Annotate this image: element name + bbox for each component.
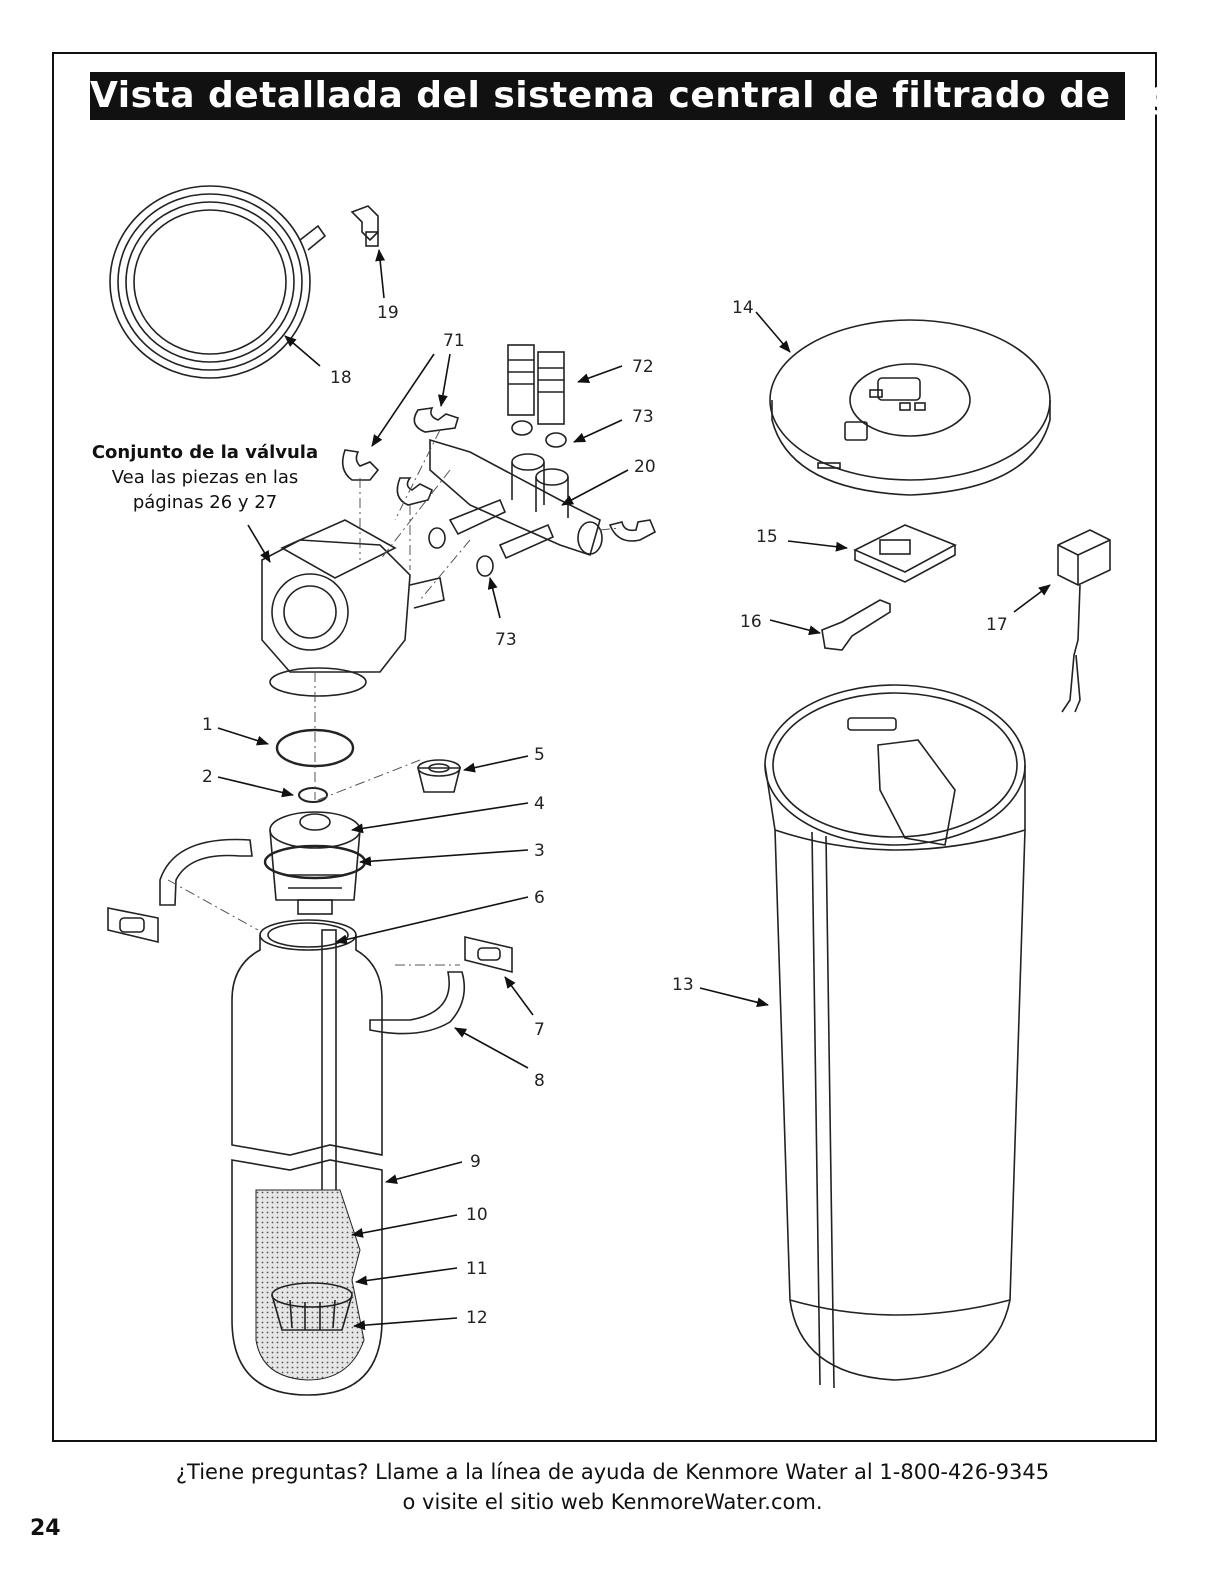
- valve-assembly-line2: páginas 26 y 27: [132, 492, 278, 513]
- footer-website-line: o visite el sitio web KenmoreWater.com.: [402, 1490, 823, 1514]
- clip-left: [341, 449, 380, 481]
- footer-help-line: ¿Tiene preguntas? Llame a la línea de ay…: [175, 1460, 1050, 1484]
- control-board: [853, 524, 957, 583]
- callout-20: 20: [634, 457, 656, 477]
- callout-4: 4: [534, 794, 545, 814]
- filter-tank: [231, 919, 383, 1396]
- page-title: Vista detallada del sistema central de f…: [90, 72, 1225, 120]
- filter-media: [255, 1189, 365, 1381]
- clip-right: [608, 519, 657, 542]
- callout-1: 1: [202, 715, 213, 735]
- callout-3: 3: [534, 841, 545, 861]
- callout-73-bottom: 73: [495, 630, 517, 650]
- valve-assembly-body: [261, 519, 445, 697]
- callout-9: 9: [470, 1152, 481, 1172]
- callout-71: 71: [443, 331, 465, 351]
- callout-8: 8: [534, 1071, 545, 1091]
- mounting-bracket: [821, 599, 891, 651]
- power-adapter: [1057, 529, 1111, 713]
- oring-low-2: [476, 555, 494, 577]
- callout-15: 15: [756, 527, 778, 547]
- bypass-valve: [429, 438, 603, 560]
- callout-10: 10: [466, 1205, 488, 1225]
- valve-assembly-heading: Conjunto de la válvula: [91, 442, 319, 463]
- valve-assembly-caption: Conjunto de la válvula Vea las piezas en…: [70, 440, 340, 515]
- clip-mid: [396, 477, 434, 506]
- oring-top-2: [545, 432, 567, 448]
- callout-73-top: 73: [632, 407, 654, 427]
- controller-cover: [769, 319, 1051, 496]
- callout-14: 14: [732, 298, 754, 318]
- clamp-right: [369, 971, 466, 1035]
- elbow-fitting: [350, 205, 379, 247]
- cap-part-5: [416, 759, 462, 793]
- adapters: [507, 344, 565, 425]
- diagram-frame: [52, 52, 1157, 1442]
- callout-17: 17: [986, 615, 1008, 635]
- callout-72: 72: [632, 357, 654, 377]
- oring-top-1: [511, 420, 533, 436]
- clip-part-7-left: [107, 907, 159, 944]
- callout-2: 2: [202, 767, 213, 787]
- callout-7: 7: [534, 1020, 545, 1040]
- bottom-distributor: [271, 1282, 353, 1331]
- distributor-head: [263, 811, 367, 915]
- oring-low-1: [428, 527, 446, 549]
- valve-assembly-line1: Vea las piezas en las: [111, 467, 299, 488]
- callout-6: 6: [534, 888, 545, 908]
- callout-5: 5: [534, 745, 545, 765]
- callout-12: 12: [466, 1308, 488, 1328]
- clip-part-7-right: [464, 935, 513, 974]
- callout-18: 18: [330, 368, 352, 388]
- callout-16: 16: [740, 612, 762, 632]
- clip-top: [413, 406, 459, 433]
- page-number: 24: [30, 1516, 61, 1541]
- tubing-coil: [109, 185, 327, 379]
- salt-cabinet: [764, 684, 1026, 1389]
- oring-2: [298, 787, 328, 803]
- callout-11: 11: [466, 1259, 488, 1279]
- callout-13: 13: [672, 975, 694, 995]
- callout-19: 19: [377, 303, 399, 323]
- clamp-left: [159, 838, 253, 906]
